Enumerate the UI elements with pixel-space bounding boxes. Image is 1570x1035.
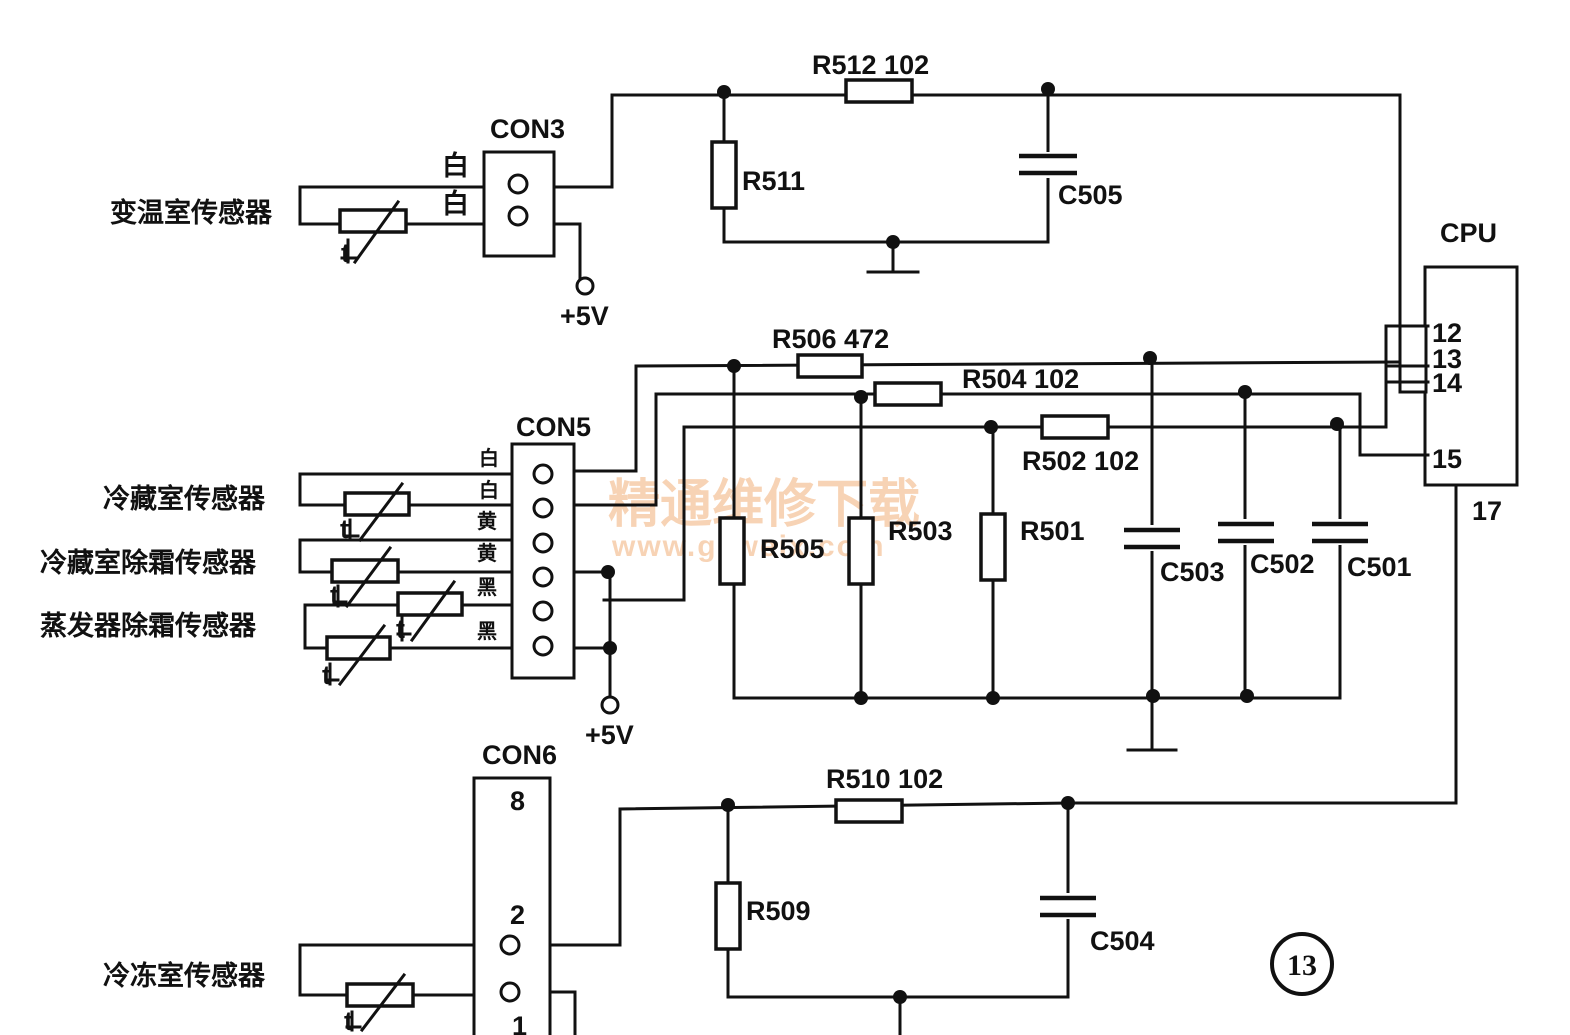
- thermistor-icon: [343, 481, 411, 543]
- resistor-r509: [714, 881, 742, 951]
- thermistor-mark: t: [330, 580, 339, 610]
- con6-pin: [499, 934, 521, 956]
- thermistor-mark: t: [344, 1006, 353, 1035]
- cpu-pin-label: 17: [1472, 496, 1502, 526]
- figure-number: 13: [1287, 949, 1317, 982]
- con3-pin: [507, 173, 529, 195]
- label-r512: R512 102: [812, 50, 929, 80]
- watermark-url: www.gzweix.com: [611, 530, 886, 563]
- cpu-label: CPU: [1440, 218, 1497, 248]
- label-c504: C504: [1090, 926, 1155, 956]
- resistor-r503: [847, 516, 875, 586]
- sensor-label-variable-room: 变温室传感器: [110, 197, 273, 229]
- thermistor-icon: [330, 545, 400, 609]
- thermistor-icon: [324, 623, 392, 687]
- wire-color-label: 白: [442, 188, 469, 220]
- con3-label: CON3: [490, 114, 565, 144]
- con5-pin: [532, 463, 554, 485]
- thermistor-mark: t: [322, 660, 331, 690]
- label-r511: R511: [742, 166, 805, 196]
- cpu-pin-label: 14: [1432, 368, 1462, 398]
- sensor-label-evap-defrost: 蒸发器除霜传感器: [40, 610, 257, 642]
- wire-color-label: 黄: [477, 541, 497, 565]
- resistor-r502: [1040, 414, 1110, 440]
- wire-color-label: 黄: [477, 509, 497, 533]
- label-r509: R509: [746, 896, 811, 926]
- wire-color-label: 黑: [477, 619, 497, 643]
- resistor-r506: [796, 353, 864, 379]
- con3-section: CON3 白 白 变温室传感器 R512 102 R511 C505 +5V: [110, 50, 1430, 342]
- resistor-r510: [834, 798, 904, 824]
- con5-label: CON5: [516, 412, 591, 442]
- thermistor-icon: [338, 199, 408, 265]
- wire-color-label: 黑: [477, 575, 497, 599]
- con6-label: CON6: [482, 740, 557, 770]
- sensor-label-fridge-defrost: 冷藏室除霜传感器: [40, 547, 257, 579]
- plus5v-terminal: [575, 276, 595, 296]
- cpu-pin-label: 15: [1432, 444, 1462, 474]
- cpu-block: CPU 12 13 14 15 17: [1398, 218, 1519, 526]
- label-r510: R510 102: [826, 764, 943, 794]
- con3-pin: [507, 205, 529, 227]
- thermistor-marks: t t t t t t: [322, 238, 405, 1035]
- resistor-r504: [873, 381, 943, 407]
- label-c502: C502: [1250, 549, 1315, 579]
- label-r504: R504 102: [962, 364, 1079, 394]
- plus5v-terminal: [600, 695, 620, 715]
- thermistor-mark: t: [341, 238, 350, 268]
- con6-pin-label: 1: [512, 1011, 527, 1035]
- thermistor-mark: t: [340, 514, 349, 544]
- label-c503: C503: [1160, 557, 1225, 587]
- con6-pin: [499, 981, 521, 1003]
- thermistor-icon: [396, 579, 464, 643]
- label-r501: R501: [1020, 516, 1085, 546]
- con5-pin: [532, 600, 554, 622]
- wire-color-label: 白: [479, 478, 499, 502]
- thermistor-mark: t: [396, 614, 405, 644]
- con3-connector: [482, 150, 556, 258]
- watermark: 精通维修下载 www.gzweix.com: [608, 475, 920, 563]
- wire-color-label: 白: [442, 150, 469, 182]
- plus5v-label: +5V: [560, 301, 609, 331]
- resistor-r501: [979, 512, 1007, 582]
- con5-pin: [532, 497, 554, 519]
- con5-pin: [532, 566, 554, 588]
- plus5v-label: +5V: [585, 720, 634, 750]
- wire-color-label: 白: [479, 446, 499, 470]
- con5-pin: [532, 532, 554, 554]
- label-c505: C505: [1058, 180, 1123, 210]
- cpu-pin-label: 13: [1432, 344, 1462, 374]
- con6-pin-label: 8: [510, 786, 525, 816]
- figure-number-badge: 13: [1270, 932, 1334, 996]
- label-r505: R505: [760, 534, 825, 564]
- resistor-r511: [710, 140, 738, 210]
- con5-pin: [532, 635, 554, 657]
- label-r506: R506 472: [772, 324, 889, 354]
- label-r502: R502 102: [1022, 446, 1139, 476]
- cpu-pin-label: 12: [1432, 318, 1462, 348]
- sensor-label-freezer-room: 冷冻室传感器: [103, 960, 266, 992]
- con5-section: CON5 白 白 黄 黄 黑 黑 冷藏室传感器 冷藏室除霜传感器 蒸发器除霜传感…: [40, 324, 1430, 752]
- label-r503: R503: [888, 516, 953, 546]
- resistor-r512: [844, 78, 914, 104]
- sensor-label-fridge-room: 冷藏室传感器: [103, 483, 266, 515]
- con6-section: CON6 8 2 1 冷冻室传感器 R510 102 R509 C504: [103, 483, 1458, 1035]
- resistor-r505: [718, 516, 746, 586]
- label-c501: C501: [1347, 552, 1412, 582]
- con6-pin-label: 2: [510, 900, 525, 930]
- thermistor-icon: [345, 972, 415, 1033]
